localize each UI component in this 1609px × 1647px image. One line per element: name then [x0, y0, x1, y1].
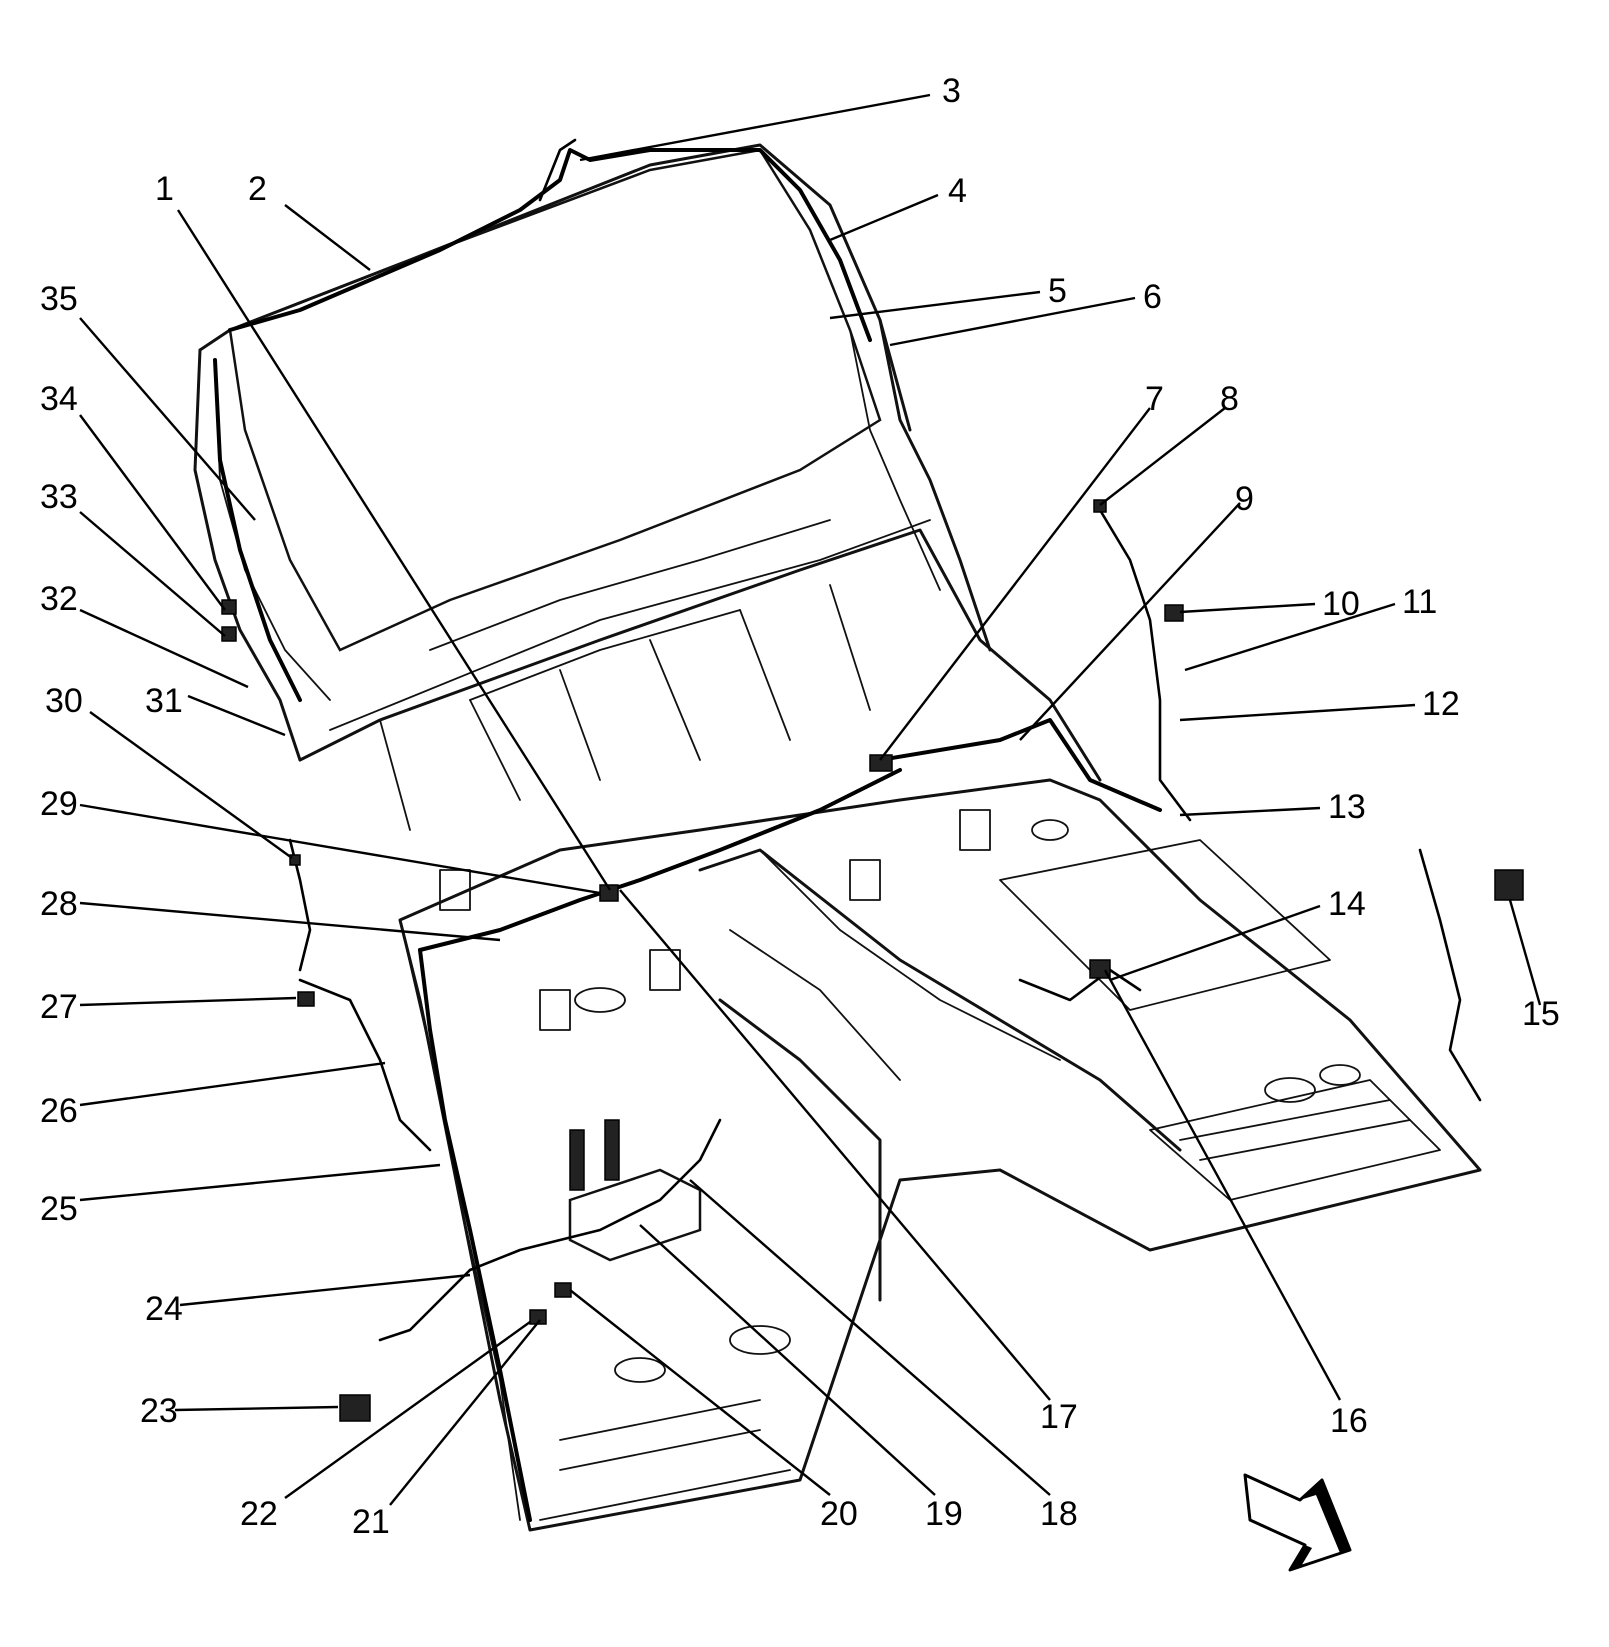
callout-8: 8 [1220, 380, 1239, 418]
connectors [221, 499, 1524, 1422]
callout-34: 34 [40, 380, 78, 418]
connector-14 [1089, 959, 1111, 979]
callout-29: 29 [40, 785, 78, 823]
callout-13: 13 [1328, 788, 1366, 826]
main-floor-outline [398, 778, 1482, 1532]
callout-26: 26 [40, 1092, 78, 1130]
callout-6: 6 [1143, 278, 1162, 316]
callout-4: 4 [948, 172, 967, 210]
callout-25: 25 [40, 1190, 78, 1228]
harness-branch-14 [1018, 968, 1142, 1002]
callout-16: 16 [1330, 1402, 1368, 1440]
center-module [568, 1168, 702, 1262]
connector-23 [339, 1394, 371, 1422]
connector-15 [1494, 869, 1524, 901]
callout-27: 27 [40, 988, 78, 1026]
callout-30: 30 [45, 682, 83, 720]
callout-1: 1 [155, 170, 174, 208]
callout-28: 28 [40, 885, 78, 923]
callout-labels: 1 2 3 4 5 6 7 8 9 10 11 12 13 14 15 16 1… [40, 72, 1560, 1541]
right-pillar [878, 318, 992, 652]
callout-7: 7 [1145, 380, 1164, 418]
callout-14: 14 [1328, 885, 1366, 923]
callout-35: 35 [40, 280, 78, 318]
roof-frame-outer [198, 143, 912, 432]
callout-19: 19 [925, 1495, 963, 1533]
connector-20 [554, 1282, 572, 1298]
upper-floor-outline [298, 528, 1102, 782]
front-arrow-icon [1243, 1473, 1352, 1572]
floor-left-edge [399, 919, 521, 1521]
harness-branch-module [468, 1118, 722, 1272]
callout-2: 2 [248, 170, 267, 208]
callout-17: 17 [1040, 1398, 1078, 1436]
wiring-harness [213, 138, 1482, 1522]
callout-32: 32 [40, 580, 78, 618]
callout-10: 10 [1322, 585, 1360, 623]
harness-branch-23 [378, 1268, 472, 1342]
callout-11: 11 [1402, 583, 1437, 621]
harness-branch-26 [298, 978, 432, 1152]
callout-18: 18 [1040, 1495, 1078, 1533]
rear-window-panel [228, 148, 882, 652]
callout-3: 3 [942, 72, 961, 110]
center-tunnel [698, 848, 1182, 1302]
callout-24: 24 [145, 1290, 183, 1328]
harness-branch-8 [1098, 508, 1192, 822]
callout-31: 31 [145, 682, 183, 720]
floor-harness-main [878, 718, 1162, 812]
callout-12: 12 [1422, 685, 1460, 723]
left-pillar-harness [213, 358, 302, 702]
leader-lines [79, 93, 1542, 1506]
vehicle-floor-illustration [193, 143, 1482, 1532]
connector-7 [869, 754, 893, 772]
callout-23: 23 [140, 1392, 178, 1430]
connector-30 [289, 854, 301, 866]
callout-22: 22 [240, 1495, 278, 1533]
floor-harness-cross [418, 768, 902, 952]
roof-harness [228, 148, 872, 342]
callout-15: 15 [1522, 995, 1560, 1033]
callout-33: 33 [40, 478, 78, 516]
right-pillar-inner [849, 329, 941, 591]
callout-5: 5 [1048, 272, 1067, 310]
harness-branch-15 [1418, 848, 1482, 1102]
callout-9: 9 [1235, 480, 1254, 518]
callout-20: 20 [820, 1495, 858, 1533]
left-side-harness [418, 948, 532, 1522]
callout-21: 21 [352, 1503, 390, 1541]
connector-27 [297, 991, 315, 1007]
